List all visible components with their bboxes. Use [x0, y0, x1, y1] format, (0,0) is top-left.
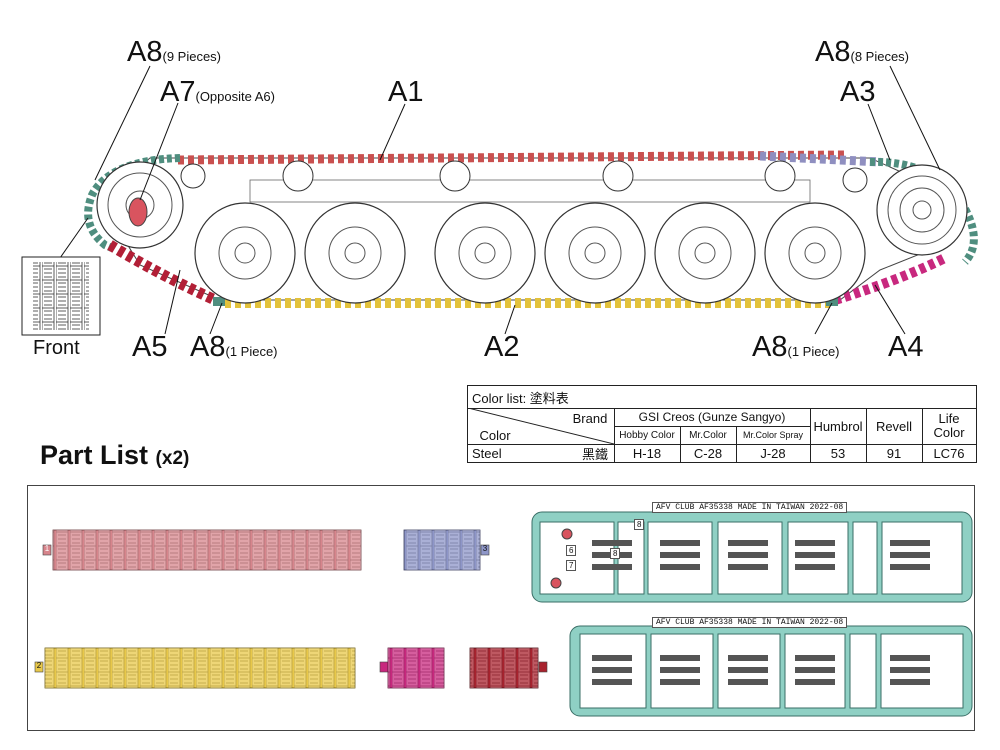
label-a3: A3 [840, 76, 876, 108]
mr-color-header: Mr.Color [689, 429, 727, 441]
steel-spray: J-28 [760, 446, 786, 461]
gsi-header: GSI Creos (Gunze Sangyo) [638, 410, 786, 424]
steel-label: Steel [472, 446, 502, 461]
label-a8-top-left: A8(9 Pieces) [127, 36, 222, 68]
steel-label-cn: 黑鐵 [581, 447, 608, 462]
idler-wheel [96, 161, 184, 249]
sprue-number-8-top: 8 [634, 519, 645, 530]
humbrol-header: Humbrol [813, 418, 863, 434]
label-a8-bottom-left: A8(1 Piece) [190, 331, 278, 363]
mr-color-spray-header: Mr.Color Spray [742, 430, 804, 440]
front-view-inset [21, 256, 101, 336]
color-list-title: Color list: 塗料表 [472, 390, 569, 406]
strip-number-2: 2 [36, 661, 42, 670]
track-strip-yellow [34, 647, 356, 689]
steel-humbrol: 53 [830, 446, 846, 461]
sprue-number-8-bottom: 8 [610, 548, 621, 559]
steel-hobby: H-18 [632, 446, 662, 461]
color-header: Color [479, 427, 511, 443]
track-strip-magenta [379, 647, 445, 689]
strip-number-3: 3 [482, 544, 488, 553]
brand-header: Brand [572, 410, 608, 426]
header-diagonal [468, 408, 614, 444]
leader-lines [59, 65, 941, 335]
sprue-number-7: 7 [566, 560, 577, 571]
label-front: Front [33, 337, 80, 359]
track-strip-blue [403, 529, 490, 571]
track-strip-pink [42, 529, 362, 571]
part-list-frame [27, 485, 975, 731]
label-a7: A7(Opposite A6) [160, 76, 275, 108]
steel-mrcolor: C-28 [693, 446, 723, 461]
label-a2: A2 [484, 331, 520, 363]
track-top-run [84, 150, 978, 265]
sprue-top [531, 511, 973, 603]
steel-life: LC76 [933, 446, 965, 461]
steel-revell: 91 [886, 446, 902, 461]
drive-sprocket [876, 164, 968, 256]
label-a8-bottom-right: A8(1 Piece) [752, 331, 840, 363]
sprue-number-6: 6 [566, 545, 577, 556]
label-a1: A1 [388, 76, 424, 108]
label-a5: A5 [132, 331, 168, 363]
label-a8-top-right: A8(8 Pieces) [815, 36, 910, 68]
sprue-top-header: AFV CLUB AF35338 MADE IN TAIWAN 2022-08 [652, 502, 848, 513]
revell-header: Revell [875, 418, 913, 434]
sprue-bottom-header: AFV CLUB AF35338 MADE IN TAIWAN 2022-08 [652, 617, 848, 628]
return-rollers [180, 160, 868, 193]
hobby-color-header: Hobby Color [619, 429, 675, 441]
sprue-bottom [569, 625, 973, 717]
road-wheels [194, 202, 866, 304]
part-list-qty: (x2) [155, 448, 190, 469]
color-list-table: Color list: 塗料表 Brand Color GSI Creos (G… [467, 385, 977, 463]
life-color-header: Life Color [933, 410, 965, 440]
track-bottom-run [107, 240, 948, 308]
part-list-title: Part List (x2) [40, 440, 190, 470]
strip-number-1: 1 [44, 544, 50, 553]
track-strip-darkred [469, 647, 548, 689]
label-a4: A4 [888, 331, 924, 363]
